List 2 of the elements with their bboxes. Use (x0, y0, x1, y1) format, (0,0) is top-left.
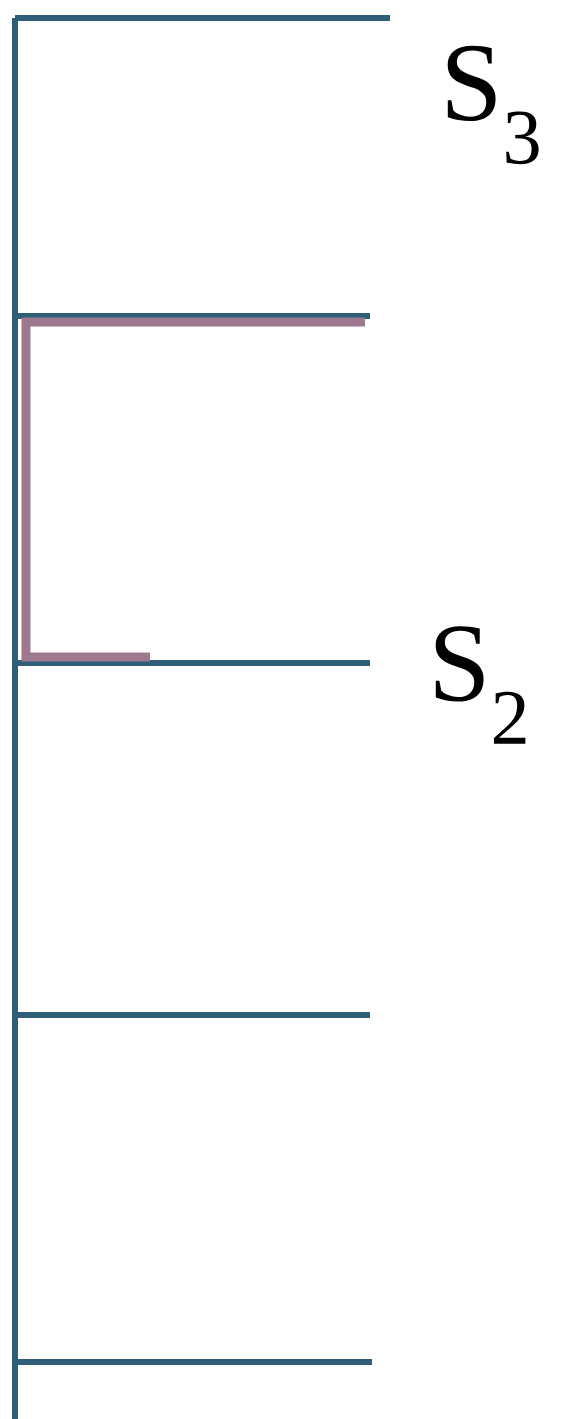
level-label: S$_{2}$ (435, 626, 526, 744)
level-label: S$_{3}$ (447, 45, 539, 165)
